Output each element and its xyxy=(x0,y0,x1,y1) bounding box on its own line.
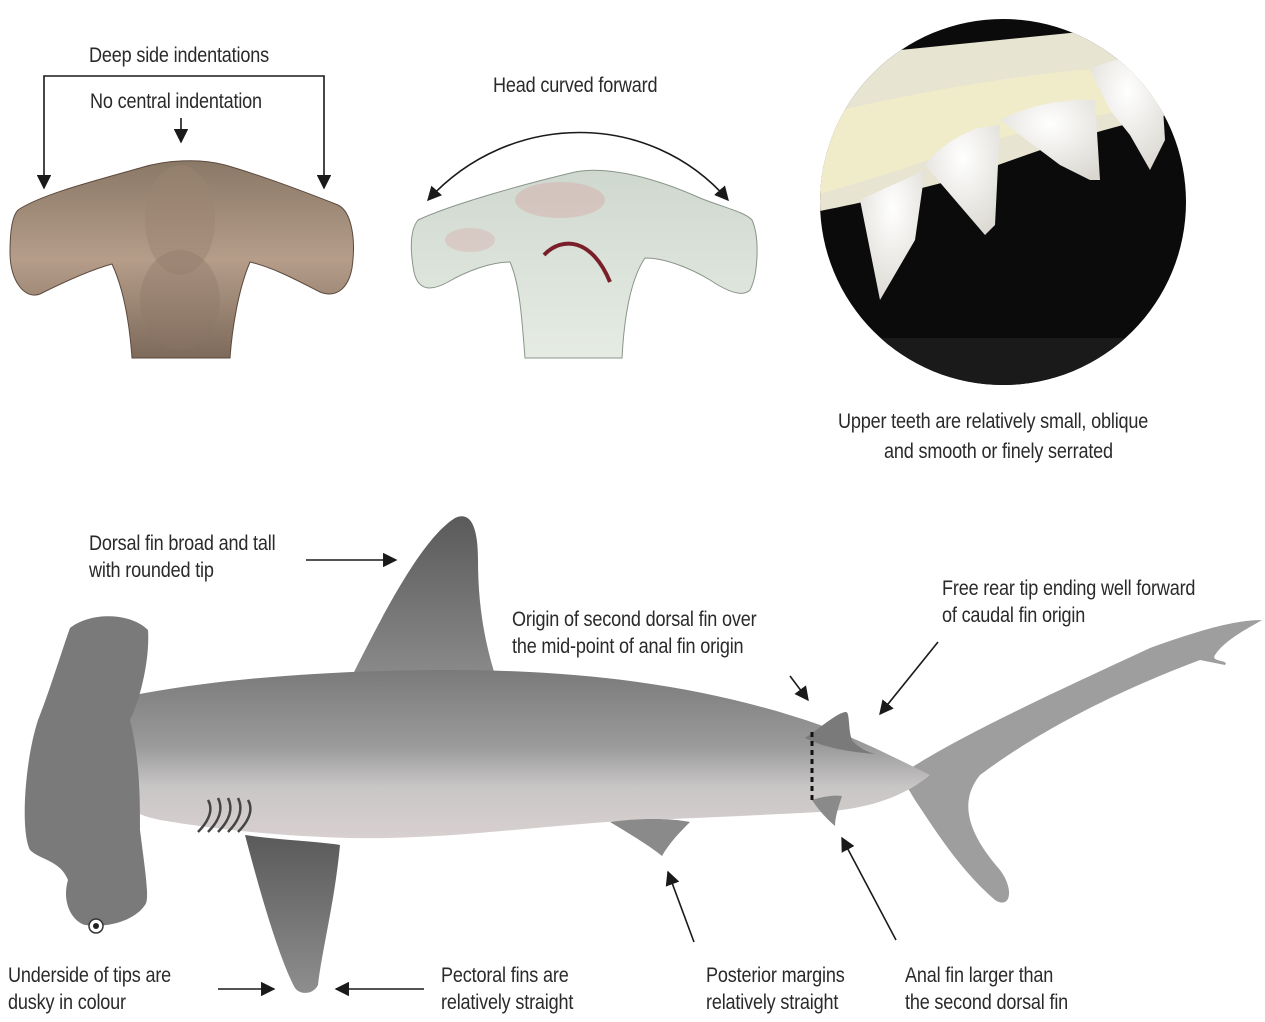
label-no-central-text: No central indentation xyxy=(90,88,262,115)
label-free-tip-line2: of caudal fin origin xyxy=(942,602,1195,629)
label-head-curved: Head curved forward xyxy=(493,72,657,99)
label-dorsal-line1: Dorsal fin broad and tall xyxy=(89,530,275,557)
label-pectoral-line2: relatively straight xyxy=(441,989,573,1016)
second-dorsal-arrow xyxy=(790,676,808,700)
caudal-fin xyxy=(900,620,1262,903)
label-free-rear-tip: Free rear tip ending well forward of cau… xyxy=(942,575,1195,629)
label-pectoral-line1: Pectoral fins are xyxy=(441,962,573,989)
teeth-photo xyxy=(800,19,1220,398)
label-side-indentations-text: Deep side indentations xyxy=(89,42,269,69)
label-underside-tips: Underside of tips are dusky in colour xyxy=(8,962,171,1016)
head-photo-ventral xyxy=(10,161,353,358)
label-pectoral-fins: Pectoral fins are relatively straight xyxy=(441,962,573,1016)
label-posterior-line1: Posterior margins xyxy=(706,962,845,989)
label-underside-line1: Underside of tips are xyxy=(8,962,171,989)
label-side-indentations: Deep side indentations xyxy=(89,42,269,69)
label-teeth-line1: Upper teeth are relatively small, obliqu… xyxy=(838,408,1148,435)
label-second-dorsal-line2: the mid-point of anal fin origin xyxy=(512,633,756,660)
anal-fin-arrow xyxy=(842,838,896,940)
label-dorsal-line2: with rounded tip xyxy=(89,557,275,584)
pectoral-fin xyxy=(245,835,340,993)
hammer-head xyxy=(25,616,149,925)
label-posterior-margins: Posterior margins relatively straight xyxy=(706,962,845,1016)
label-second-dorsal: Origin of second dorsal fin over the mid… xyxy=(512,606,756,660)
label-anal-line1: Anal fin larger than xyxy=(905,962,1068,989)
label-anal-line2: the second dorsal fin xyxy=(905,989,1068,1016)
first-dorsal-fin xyxy=(345,516,500,690)
label-free-tip-line1: Free rear tip ending well forward xyxy=(942,575,1195,602)
pelvic-fin xyxy=(610,819,690,856)
head-photo-curved xyxy=(411,170,757,358)
label-teeth: Upper teeth are relatively small, obliqu… xyxy=(838,408,1148,435)
label-dorsal-fin: Dorsal fin broad and tall with rounded t… xyxy=(89,530,275,584)
label-underside-line2: dusky in colour xyxy=(8,989,171,1016)
label-posterior-line2: relatively straight xyxy=(706,989,845,1016)
label-second-dorsal-line1: Origin of second dorsal fin over xyxy=(512,606,756,633)
label-teeth-line2: and smooth or finely serrated xyxy=(884,438,1113,465)
free-rear-tip-arrow xyxy=(880,642,938,714)
label-anal-fin: Anal fin larger than the second dorsal f… xyxy=(905,962,1068,1016)
label-head-curved-text: Head curved forward xyxy=(493,72,657,99)
posterior-margins-arrow xyxy=(668,872,694,942)
label-teeth-2: and smooth or finely serrated xyxy=(884,438,1113,465)
label-no-central-indentation: No central indentation xyxy=(90,88,262,115)
shark-body xyxy=(100,670,930,838)
